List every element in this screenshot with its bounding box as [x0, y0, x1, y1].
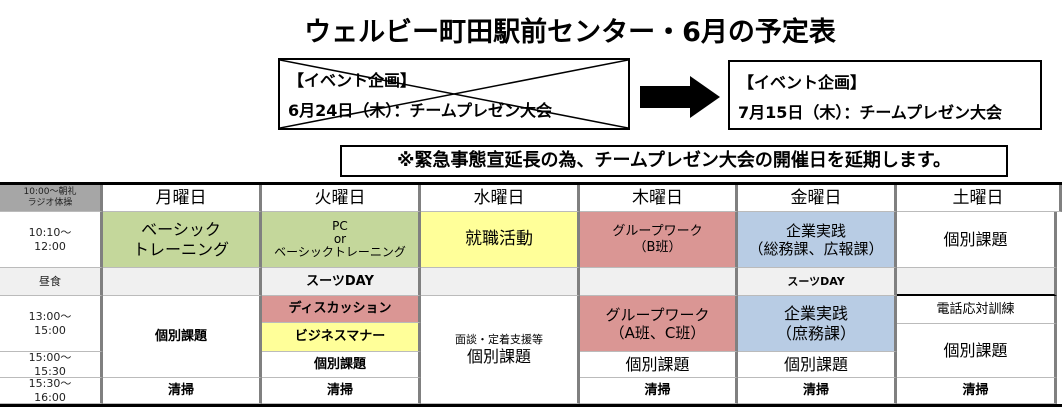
- table-bottom-border: [0, 404, 1062, 407]
- header-wednesday: 水曜日: [421, 185, 580, 212]
- fri-clean-cell: 清掃: [738, 378, 897, 404]
- mon-am-cell: ベーシック トレーニング: [103, 212, 262, 268]
- sat-clean-cell: 清掃: [897, 378, 1057, 404]
- wed-pm-cell: 面談・定着支援等 個別課題: [421, 296, 580, 404]
- tue-pm3-cell: 個別課題: [262, 352, 421, 378]
- tue-am-cell: PC or ベーシックトレーニング: [262, 212, 421, 268]
- header-monday: 月曜日: [103, 185, 262, 212]
- header-thursday: 木曜日: [580, 185, 738, 212]
- tue-discussion-cell: ディスカッション: [262, 296, 421, 323]
- thu-pm-cell: グループワーク （A班、C班）: [580, 296, 738, 352]
- table-top-border: [0, 182, 1062, 185]
- fri-lunch-cell: スーツDAY: [738, 268, 897, 296]
- new-event-detail: 7月15日（木）：チームプレゼン大会: [738, 103, 1002, 122]
- time-morning-assembly: 10:00～朝礼 ラジオ体操: [0, 185, 103, 212]
- mon-pm-cell: 個別課題: [103, 296, 262, 378]
- header-saturday: 土曜日: [897, 185, 1062, 212]
- mon-lunch-cell: [103, 268, 262, 296]
- notice-banner: ※緊急事態宣延長の為、チームプレゼン大会の開催日を延期します。: [340, 145, 1008, 177]
- wed-am-cell: 就職活動: [421, 212, 580, 268]
- thu-clean-cell: 清掃: [580, 378, 738, 404]
- new-event-heading: 【イベント企画】: [738, 73, 867, 92]
- wed-pm-text: 個別課題: [466, 346, 531, 366]
- old-event-heading: 【イベント企画】: [288, 71, 417, 90]
- fri-pm3-cell: 個別課題: [738, 352, 897, 378]
- mon-clean-cell: 清掃: [103, 378, 262, 404]
- sat-pm2-cell: 個別課題: [897, 324, 1057, 378]
- sat-phone-training-cell: 電話応対訓練: [897, 296, 1057, 324]
- tue-lunch-cell: スーツDAY: [262, 268, 421, 296]
- time-lunch: 昼食: [0, 268, 103, 296]
- sat-lunch-cell: [897, 268, 1057, 296]
- thu-pm3-cell: 個別課題: [580, 352, 738, 378]
- old-event-detail: 6月24日（木）：チームプレゼン大会: [288, 101, 552, 120]
- new-event-box: 【イベント企画】 7月15日（木）：チームプレゼン大会: [728, 60, 1042, 130]
- page-title: ウェルビー町田駅前センター・6月の予定表: [304, 17, 836, 48]
- wed-pm-subtext: 面談・定着支援等: [455, 333, 543, 347]
- right-arrow-icon: [640, 76, 720, 118]
- header-friday: 金曜日: [738, 185, 897, 212]
- time-1500: 15:00～ 15:30: [0, 351, 103, 378]
- time-1300: 13:00～ 15:00: [0, 296, 103, 352]
- header-tuesday: 火曜日: [262, 185, 421, 212]
- cross-out-mark: [280, 60, 628, 128]
- fri-pm-cell: 企業実践 （庶務課）: [738, 296, 897, 352]
- sat-am-cell: 個別課題: [897, 212, 1057, 268]
- old-event-box: 【イベント企画】 6月24日（木）：チームプレゼン大会: [278, 58, 630, 130]
- thu-lunch-cell: [580, 268, 738, 296]
- tue-clean-cell: 清掃: [262, 378, 421, 404]
- time-1010: 10:10～ 12:00: [0, 212, 103, 268]
- wed-lunch-cell: [421, 268, 580, 296]
- time-1530: 15:30～ 16:00: [0, 377, 103, 404]
- thu-am-cell: グループワーク （B班）: [580, 212, 738, 268]
- tue-business-manner-cell: ビジネスマナー: [262, 323, 421, 352]
- fri-am-cell: 企業実践 （総務課、広報課）: [738, 212, 897, 268]
